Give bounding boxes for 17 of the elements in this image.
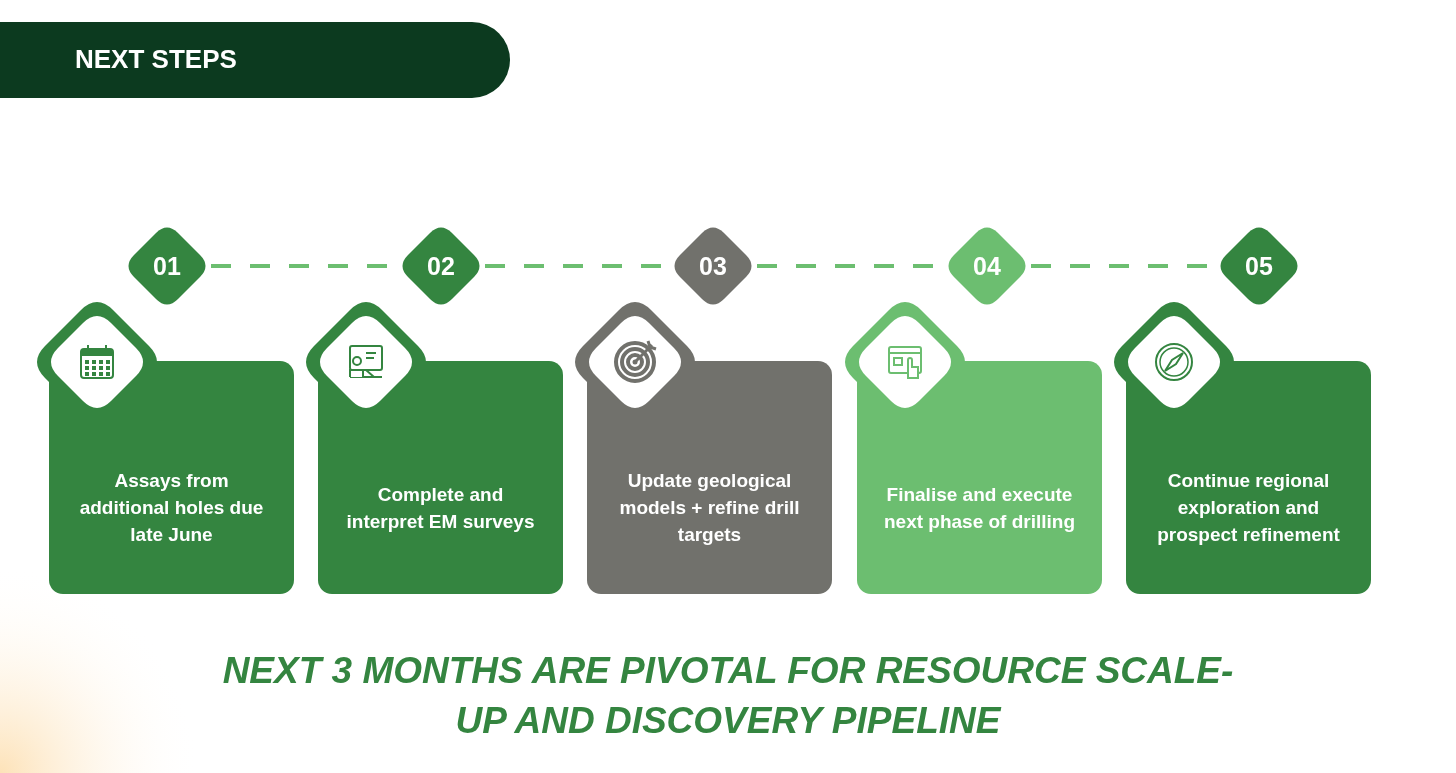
step-description: Update geological models + refine drill targets [618, 469, 801, 547]
step-description: Assays from additional holes due late June [78, 469, 265, 547]
step-description: Finalise and execute next phase of drilling [882, 482, 1077, 534]
step-number: 02 [427, 251, 455, 281]
title: NEXT STEPS [75, 44, 237, 75]
step-card [1126, 361, 1371, 594]
step-card [587, 361, 832, 594]
step-number: 04 [973, 251, 1001, 281]
caption: NEXT 3 MONTHS ARE PIVOTAL FOR RESOURCE SCALE-UP AND DISCOVERY PIPELINE [221, 649, 1235, 743]
step-card [49, 361, 294, 594]
step-card [857, 361, 1102, 594]
step-number: 01 [153, 251, 181, 281]
step-number: 05 [1245, 251, 1273, 281]
step-description: Complete and interpret EM surveys [345, 482, 536, 534]
step-card [318, 361, 563, 594]
step-description: Continue regional exploration and prospect refinement [1156, 469, 1341, 547]
step-number: 03 [699, 251, 727, 281]
